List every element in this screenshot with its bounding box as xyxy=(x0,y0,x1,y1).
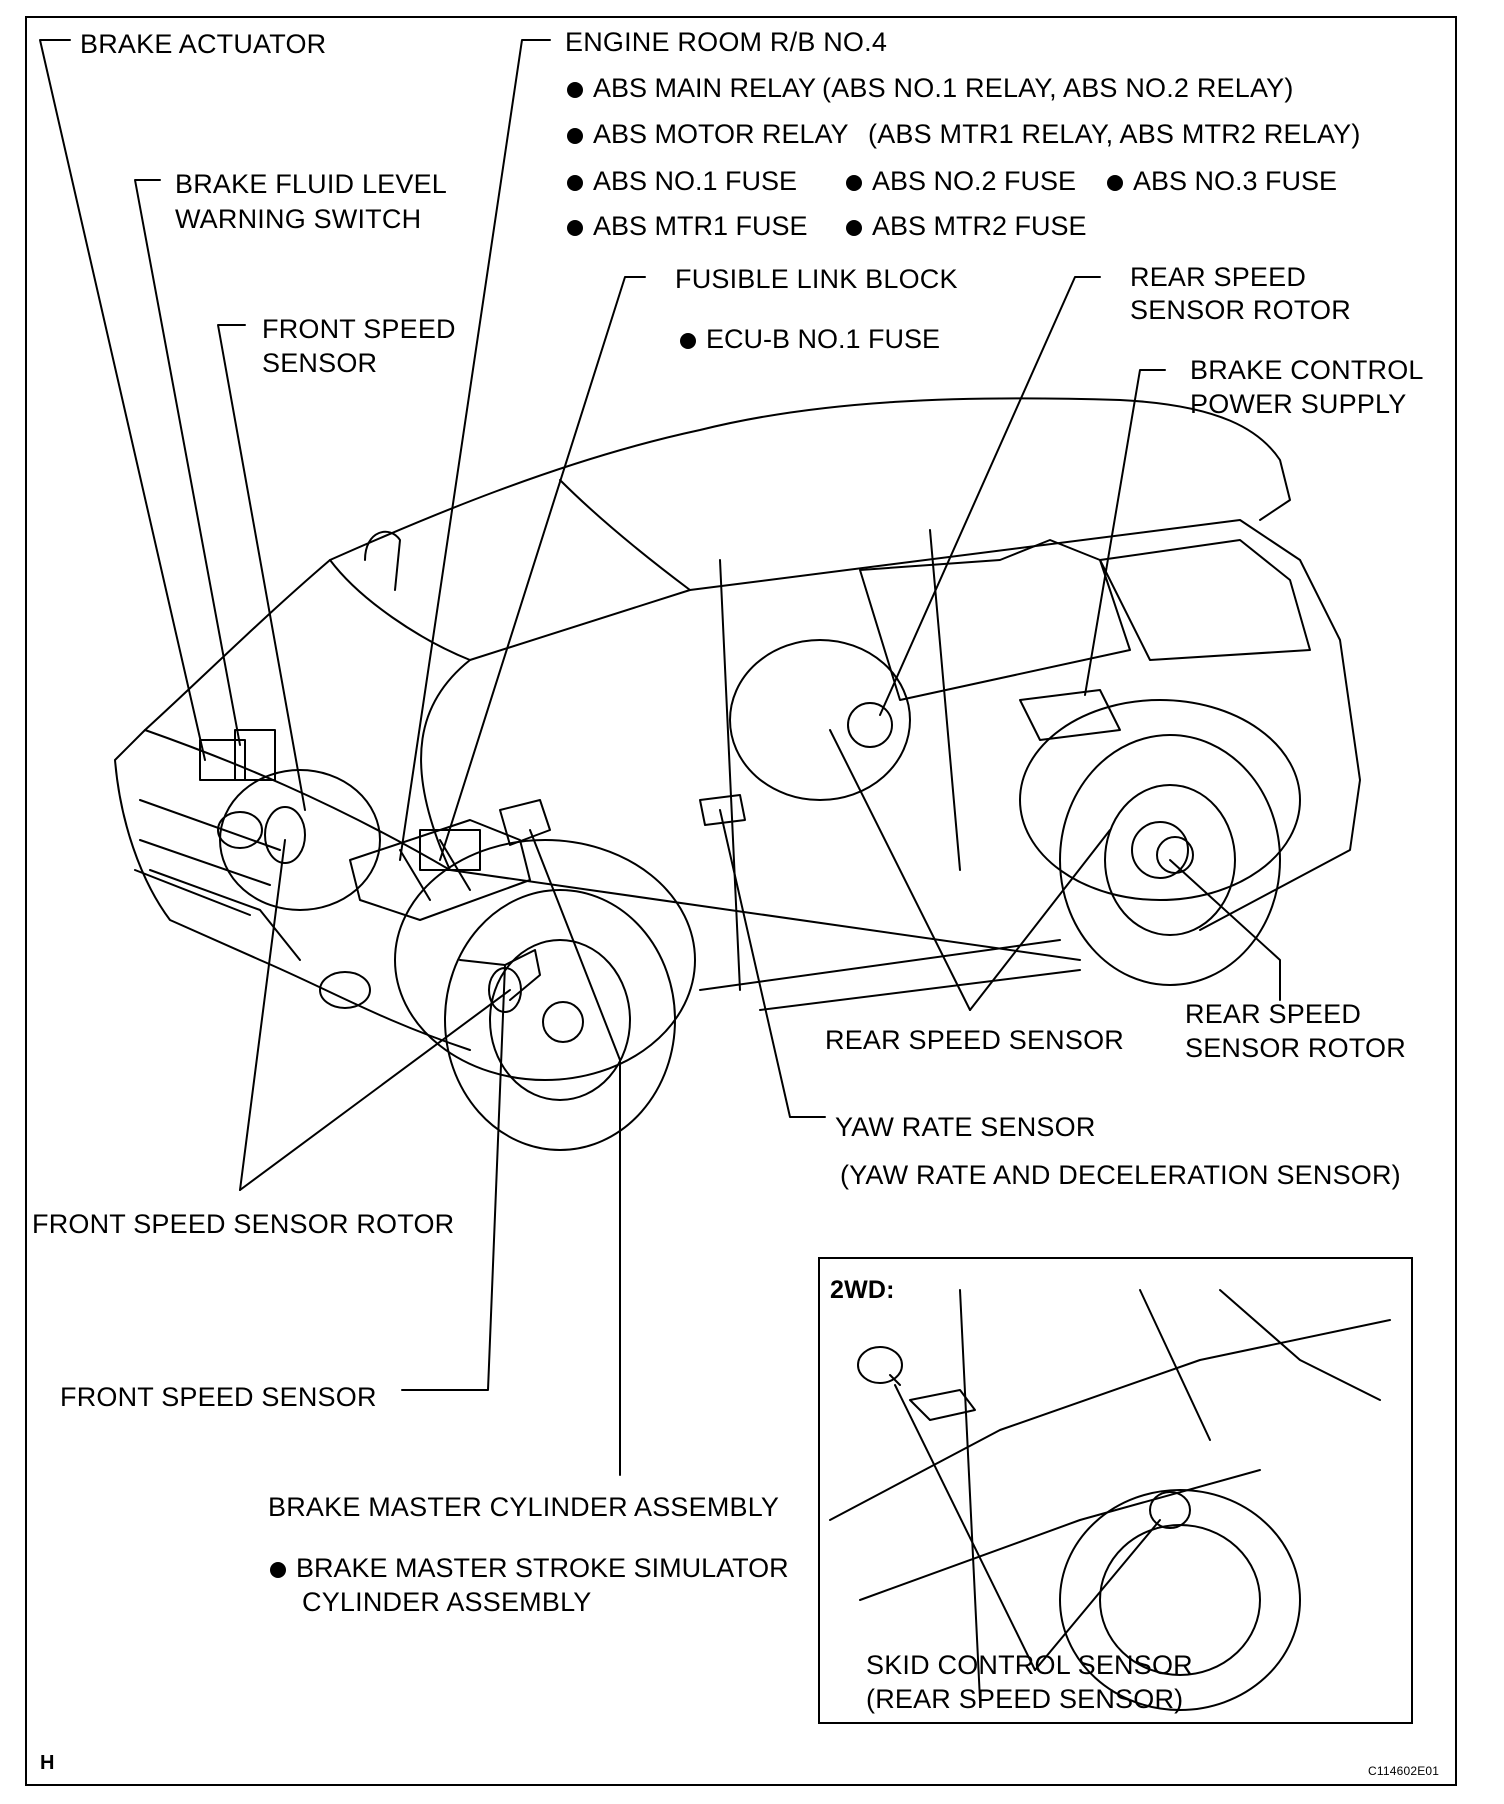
label-power-supply-2: POWER SUPPLY xyxy=(1190,389,1407,419)
label-rear-rotor-right-2: SENSOR ROTOR xyxy=(1185,1033,1406,1063)
label-rear-rotor-right-1: REAR SPEED xyxy=(1185,999,1362,1029)
label-engine-room-rb: ENGINE ROOM R/B NO.4 xyxy=(565,27,888,57)
leader-engine-room-rb xyxy=(399,39,551,861)
inset-2wd xyxy=(818,1257,1413,1724)
bullet-abs-no1-fuse: ABS NO.1 FUSE xyxy=(567,164,797,198)
brake-actuator xyxy=(199,739,246,781)
label-abs-main-relay-detail: (ABS NO.1 RELAY, ABS NO.2 RELAY) xyxy=(822,73,1294,103)
rear-wheel-inner xyxy=(1104,784,1236,936)
inset-wheel xyxy=(1059,1489,1301,1711)
front-rotor-left xyxy=(264,806,306,864)
fog-lamp xyxy=(319,971,371,1009)
side-mirror xyxy=(364,530,401,591)
diagram-frame xyxy=(25,16,1457,1786)
label-power-supply-1: BRAKE CONTROL xyxy=(1190,355,1424,385)
label-brake-actuator: BRAKE ACTUATOR xyxy=(80,29,327,59)
leader-rear-speed-sensor-b xyxy=(969,829,1111,1011)
bullet-abs-motor-relay: ABS MOTOR RELAY xyxy=(567,117,849,151)
car-side xyxy=(449,519,1361,961)
engine-room-rb xyxy=(419,829,481,871)
engine-bay-parts xyxy=(349,819,531,921)
front-wheel xyxy=(444,889,676,1151)
yaw-rate-sensor xyxy=(699,794,746,826)
leader-brake-actuator xyxy=(39,39,206,761)
bullet-abs-main-relay: ABS MAIN RELAY xyxy=(567,71,816,105)
bullet-abs-no2-fuse: ABS NO.2 FUSE xyxy=(846,164,1076,198)
label-rear-speed-sensor: REAR SPEED SENSOR xyxy=(825,1025,1124,1055)
inset-leader-a xyxy=(894,1384,1036,1671)
inset-skid-sensor-left xyxy=(857,1346,903,1384)
label-brake-fluid-switch-1: BRAKE FLUID LEVEL xyxy=(175,169,448,199)
bullet-brake-master-stroke: BRAKE MASTER STROKE SIMULATOR xyxy=(270,1551,789,1585)
car-grille xyxy=(134,799,281,916)
leader-rear-rotor-top xyxy=(879,276,1101,716)
left-rear-rotor xyxy=(847,702,893,748)
car-front-bumper xyxy=(114,729,471,1051)
inset-door-handle xyxy=(909,1389,976,1421)
bullet-abs-mtr2-fuse: ABS MTR2 FUSE xyxy=(846,209,1087,243)
leader-brake-fluid-switch xyxy=(134,179,241,746)
label-skid-control-1: SKID CONTROL SENSOR xyxy=(866,1650,1193,1680)
leader-master-cylinder xyxy=(529,829,621,1476)
inset-leader-b xyxy=(1034,1519,1161,1671)
corner-letter: H xyxy=(40,1752,55,1774)
label-front-speed-sensor-top-1: FRONT SPEED xyxy=(262,314,456,344)
label-abs-motor-relay-detail: (ABS MTR1 RELAY, ABS MTR2 RELAY) xyxy=(868,119,1361,149)
leader-front-speed-sensor-top xyxy=(217,324,306,811)
leader-yaw-rate xyxy=(719,809,826,1118)
rear-wheel-well xyxy=(1019,699,1301,901)
front-wheel-inner xyxy=(489,939,631,1101)
label-rear-rotor-top-1: REAR SPEED xyxy=(1130,262,1307,292)
rear-rotor xyxy=(1131,821,1189,879)
leader-rear-speed-sensor-a xyxy=(829,729,971,1011)
leader-rear-rotor-right xyxy=(1169,859,1281,1001)
leader-front-speed-sensor-bottom xyxy=(401,964,506,1391)
leader-fusible-link xyxy=(439,276,646,861)
label-front-speed-sensor-rotor: FRONT SPEED SENSOR ROTOR xyxy=(32,1209,455,1239)
brake-master-cylinder xyxy=(499,799,551,846)
figure-code: C114602E01 xyxy=(1368,1764,1440,1778)
rear-wheel xyxy=(1059,734,1281,986)
inset-skid-sensor-rear xyxy=(1149,1491,1191,1529)
label-front-speed-sensor-top-2: SENSOR xyxy=(262,348,378,378)
inset-body xyxy=(829,1289,1391,1701)
bullet-abs-mtr1-fuse: ABS MTR1 FUSE xyxy=(567,209,808,243)
leader-power-supply xyxy=(1084,369,1166,696)
label-brake-master-cylinder: BRAKE MASTER CYLINDER ASSEMBLY xyxy=(268,1492,780,1522)
car-window-rear xyxy=(1099,539,1311,661)
label-brake-master-stroke-2: CYLINDER ASSEMBLY xyxy=(302,1587,592,1617)
label-yaw-rate-sensor: YAW RATE SENSOR xyxy=(835,1112,1096,1142)
front-left-drum xyxy=(219,769,381,911)
label-front-speed-sensor-bottom: FRONT SPEED SENSOR xyxy=(60,1382,377,1412)
left-rear-drum xyxy=(729,639,911,801)
label-skid-control-2: (REAR SPEED SENSOR) xyxy=(866,1684,1184,1714)
leader-front-rotor-a xyxy=(239,989,511,1191)
car-windshield xyxy=(329,479,691,661)
label-brake-fluid-switch-2: WARNING SWITCH xyxy=(175,204,422,234)
label-fusible-link-block: FUSIBLE LINK BLOCK xyxy=(675,264,958,294)
car-roof xyxy=(329,397,1291,561)
front-wheel-well xyxy=(394,839,696,1081)
bullet-ecu-b-fuse: ECU-B NO.1 FUSE xyxy=(680,322,940,356)
leader-front-rotor-b xyxy=(239,839,286,1191)
inset-title: 2WD: xyxy=(830,1276,895,1304)
label-rear-rotor-top-2: SENSOR ROTOR xyxy=(1130,295,1351,325)
label-yaw-rate-detail: (YAW RATE AND DECELERATION SENSOR) xyxy=(840,1160,1401,1190)
bullet-abs-no3-fuse: ABS NO.3 FUSE xyxy=(1107,164,1337,198)
front-hub xyxy=(542,1001,584,1043)
power-supply-box xyxy=(1019,689,1121,741)
